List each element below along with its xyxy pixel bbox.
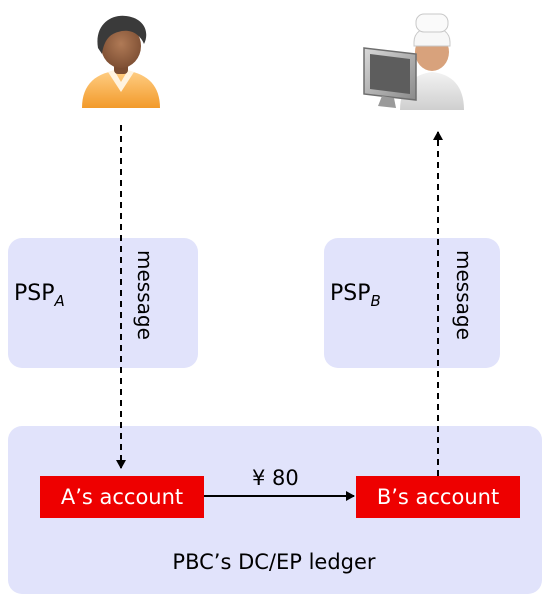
psp-b-label: PSPB: [330, 281, 381, 310]
account-b: B’s account: [356, 476, 520, 518]
ledger-label: PBC’s DC/EP ledger: [172, 550, 376, 574]
psp-b-box: [324, 238, 500, 368]
transfer-amount: ¥ 80: [252, 466, 299, 490]
psp-a-box: [8, 238, 198, 368]
psp-a-label: PSPA: [14, 281, 65, 310]
account-a: A’s account: [40, 476, 204, 518]
person-icon: [82, 15, 160, 108]
person-at-computer-icon: [363, 13, 464, 110]
